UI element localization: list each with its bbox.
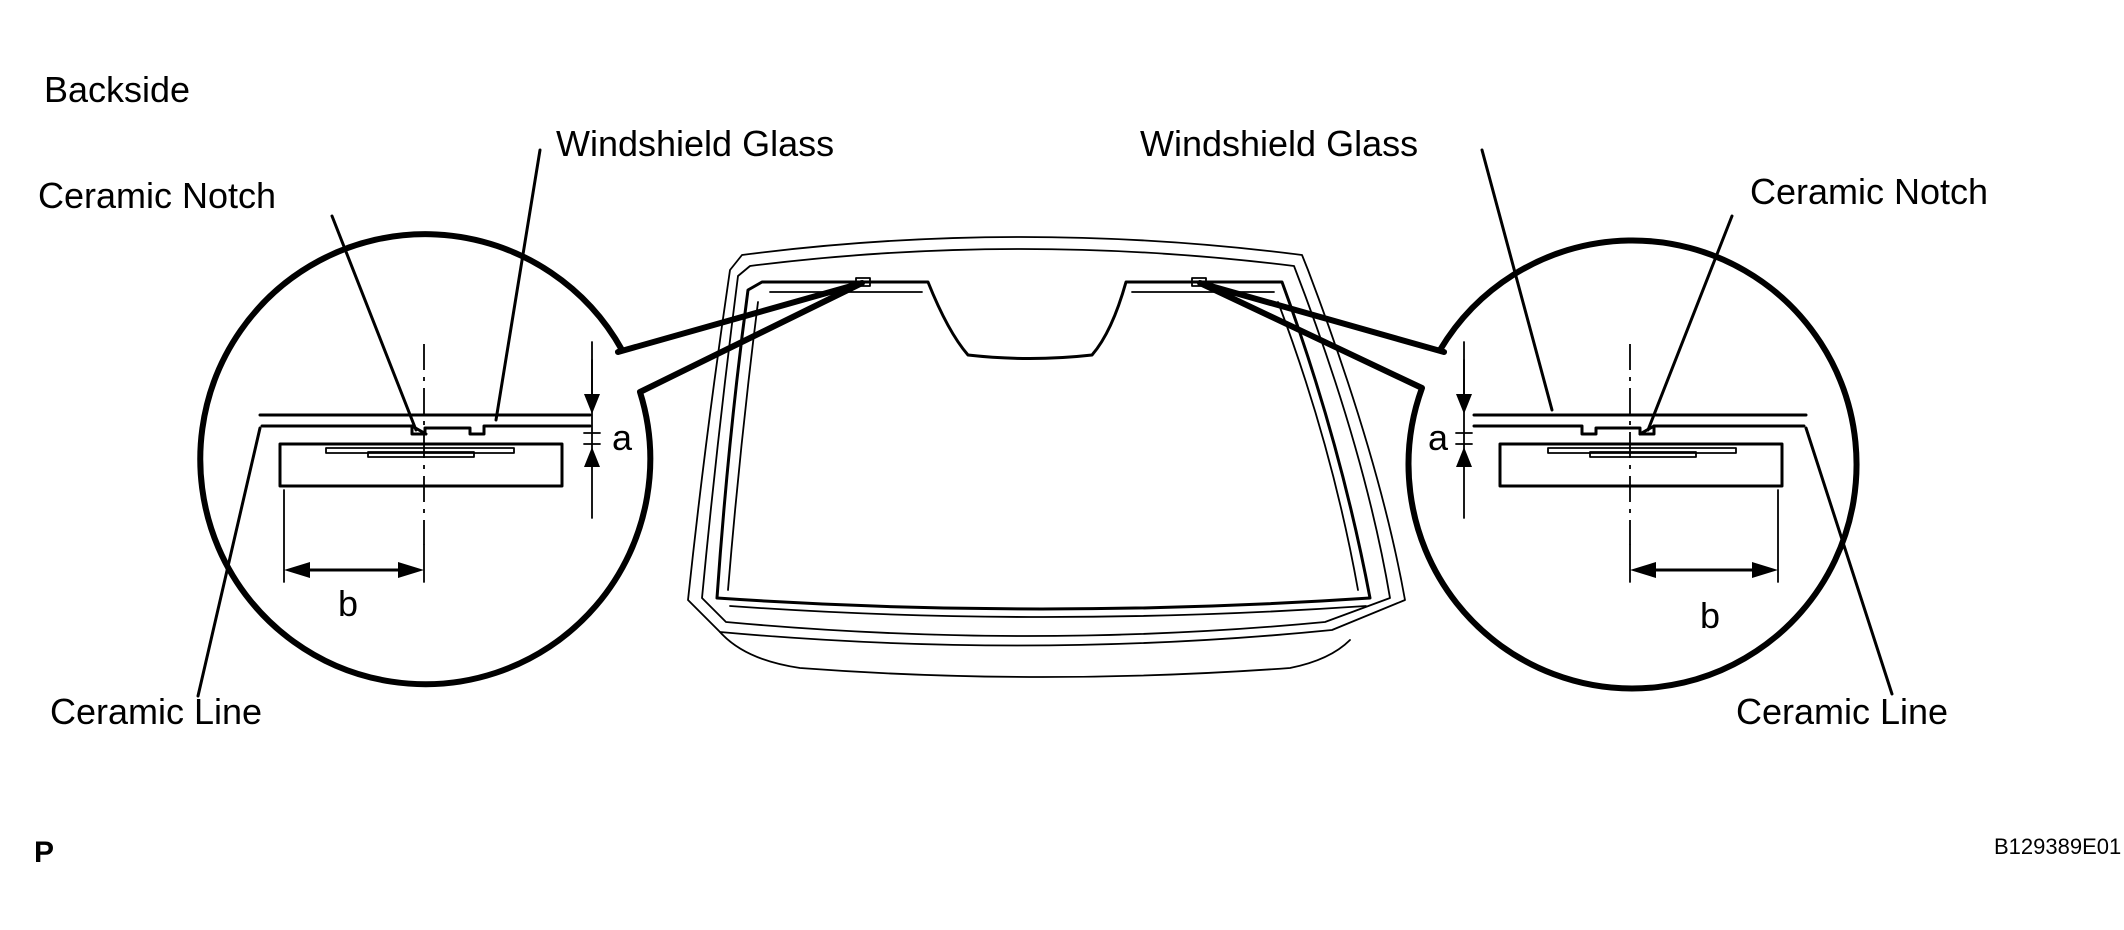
ceramic-notch-label-left: Ceramic Notch: [38, 175, 276, 216]
left-notch-leader: [330, 214, 418, 432]
right-ceramic-bar: [1498, 442, 1784, 488]
dim-a-right: a: [1428, 417, 1449, 458]
right-glass-leader: [1480, 148, 1554, 412]
corner-mark: P: [34, 836, 54, 869]
ceramic-line-label-right: Ceramic Line: [1736, 691, 1948, 732]
dim-b-left: b: [338, 583, 358, 624]
dim-b-right: b: [1700, 595, 1720, 636]
left-ceramic-bar: [278, 442, 564, 488]
figure-code: B129389E01: [1994, 834, 2121, 859]
windshield-glass-label-left: Windshield Glass: [556, 123, 834, 164]
right-notch-leader: [1646, 214, 1734, 432]
dim-a-left: a: [612, 417, 633, 458]
ceramic-line-label-left: Ceramic Line: [50, 691, 262, 732]
left-line-leader: [196, 426, 262, 698]
left-glass-leader: [494, 148, 542, 422]
right-line-leader: [1804, 426, 1894, 696]
left-detail-callout: [196, 148, 865, 698]
right-detail-callout: [1197, 148, 1894, 696]
windshield-glass-label-right: Windshield Glass: [1140, 123, 1418, 164]
backside-label: Backside: [44, 69, 190, 110]
ceramic-notch-label-right: Ceramic Notch: [1750, 171, 1988, 212]
